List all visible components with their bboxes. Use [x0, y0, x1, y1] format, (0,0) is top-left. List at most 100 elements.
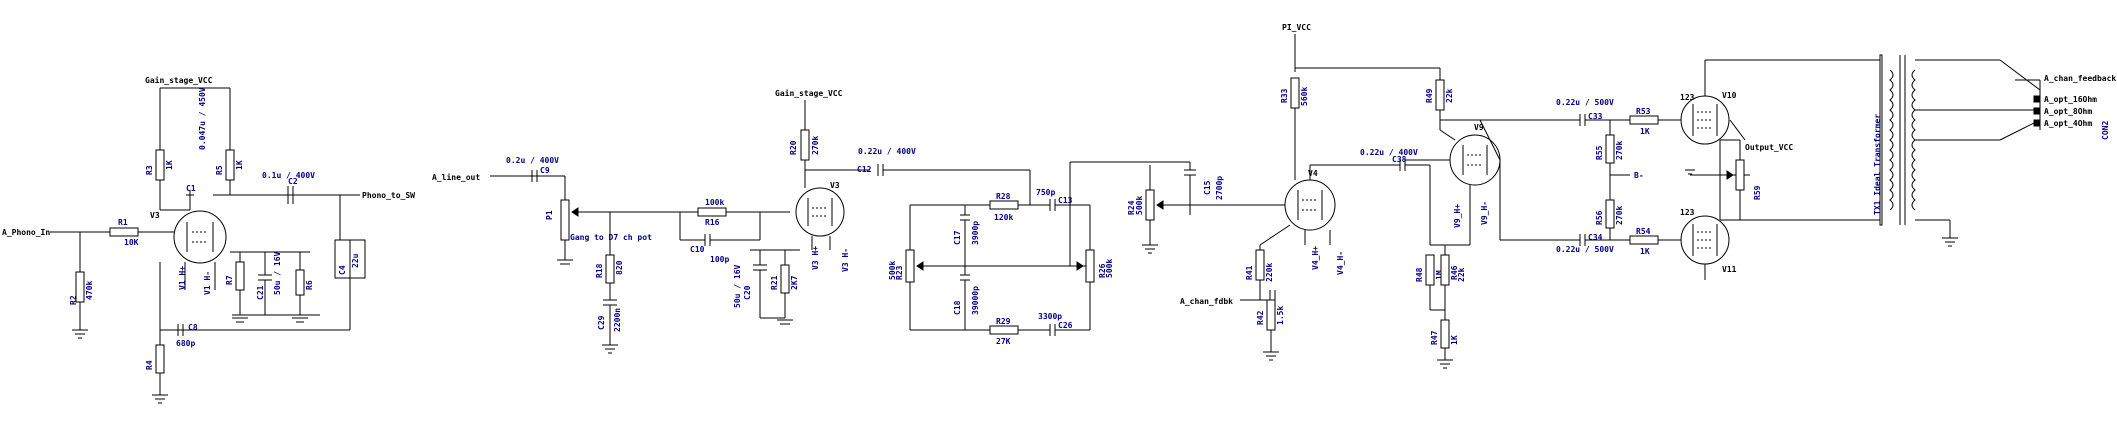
value-r5: 1K — [235, 160, 244, 170]
net-a-line-out: A_line_out — [432, 172, 480, 182]
label-r5: R5 — [215, 165, 224, 175]
label-c10: C10 — [690, 245, 705, 254]
phase-inverter: PI_VCC R33 560k R49 22k V4 0.22u / 400V … — [1180, 23, 1580, 369]
resistor-r20[interactable] — [800, 129, 810, 161]
label-c17: C17 — [953, 230, 962, 245]
power-amp: C33 0.22u / 500V C34 0.22u / 500V R55 27… — [1556, 59, 1880, 280]
label-r42: R42 — [1256, 310, 1265, 325]
pin-v10-label: 123 — [1680, 93, 1695, 102]
value-c20: 50u / 16V — [733, 264, 742, 308]
vacuum-tube-v3[interactable] — [795, 187, 845, 237]
label-r20: R20 — [789, 140, 798, 155]
label-r49: R49 — [1425, 88, 1434, 103]
transformer-primary-core — [1879, 54, 1883, 226]
resistor-r29[interactable] — [989, 325, 1019, 335]
net-a-opt-4ohm: A_opt_4Ohm — [2044, 119, 2092, 128]
label-r2: R2 — [69, 295, 78, 305]
resistor-r54[interactable] — [1629, 235, 1659, 245]
resistor-r33[interactable] — [1290, 77, 1300, 109]
label-r23: R23 — [895, 265, 904, 280]
value-r33: 560k — [1300, 87, 1309, 106]
value-c16: 0.22u / 400V — [1360, 148, 1418, 157]
label-v11: V11 — [1722, 265, 1737, 274]
label-r41: R41 — [1245, 265, 1254, 280]
value-c15: 2700p — [1215, 176, 1224, 200]
label-r33: R33 — [1280, 88, 1289, 103]
label-c20: C20 — [743, 285, 752, 300]
resistor-r49[interactable] — [1435, 79, 1445, 111]
stage-phono: A_Phono_In R1 10K R2 470k V3 Gain_stage_… — [2, 75, 415, 404]
value-c33: 0.22u / 500V — [1556, 98, 1614, 107]
label-r1: R1 — [118, 218, 128, 227]
value-c9: 0.2u / 400V — [506, 156, 559, 165]
label-r7: R7 — [225, 275, 234, 285]
resistor-r42[interactable] — [1266, 299, 1276, 331]
resistor-r21[interactable] — [780, 264, 790, 294]
resistor-r4[interactable] — [155, 344, 165, 374]
value-r29: 27K — [996, 337, 1011, 346]
potentiometer-p1[interactable] — [560, 199, 570, 241]
potentiometer-r23[interactable] — [905, 249, 915, 283]
label-c29: C29 — [597, 315, 606, 330]
resistor-r1[interactable] — [109, 227, 139, 237]
label-v9: V9 — [1474, 123, 1484, 132]
ground-icon — [1263, 351, 1279, 361]
value-r23: 500k — [888, 261, 897, 280]
label-r53: R53 — [1636, 107, 1651, 116]
potentiometer-r26[interactable] — [1085, 249, 1095, 283]
resistor-r48[interactable] — [1425, 254, 1435, 286]
pin-v9-h2: V9_H- — [1480, 201, 1489, 225]
pin-v3-h: V3 H+ — [811, 246, 820, 270]
net-a-opt-16ohm: A_opt_16Ohm — [2044, 95, 2097, 104]
ground-icon — [232, 317, 248, 323]
net-a-opt-8ohm: A_opt_8Ohm — [2044, 107, 2092, 116]
ground-icon — [1142, 244, 1158, 254]
net-a-chan-fdbk: A_chan_fdbk — [1180, 297, 1233, 306]
net-output-vcc: Output_VCC — [1745, 143, 1793, 152]
resistor-r28[interactable] — [989, 200, 1019, 210]
label-c4: C4 — [338, 265, 347, 275]
net-a-phono-in: A_Phono_In — [2, 228, 50, 237]
vacuum-tube-v9[interactable] — [1449, 134, 1501, 186]
label-r28: R28 — [996, 192, 1011, 201]
resistor-r46[interactable] — [1440, 254, 1450, 286]
value-r26: 500k — [1105, 259, 1114, 278]
label-p1: P1 — [545, 210, 554, 220]
value-r20: 270k — [811, 136, 820, 155]
resistor-r3[interactable] — [155, 149, 165, 181]
vacuum-tube-v4[interactable] — [1284, 179, 1336, 231]
label-c1: C1 — [186, 184, 196, 193]
label-c9: C9 — [540, 166, 550, 175]
ground-icon — [602, 344, 618, 354]
pin-v11-label: 123 — [1680, 208, 1695, 217]
ground-icon — [72, 329, 88, 339]
label-c15: C15 — [1203, 180, 1212, 195]
label-r16: R16 — [705, 218, 720, 227]
label-c33: C33 — [1588, 112, 1603, 121]
resistor-r5[interactable] — [225, 149, 235, 181]
stage-line: A_line_out C9 0.2u / 400V P1 Gang to D7 … — [432, 88, 1030, 354]
resistor-r47[interactable] — [1440, 319, 1450, 349]
label-r48: R48 — [1415, 267, 1424, 282]
resistor-r53[interactable] — [1629, 115, 1659, 125]
resistor-r56[interactable] — [1605, 199, 1615, 229]
resistor-r41[interactable] — [1255, 249, 1265, 281]
vacuum-tube-v1[interactable] — [173, 210, 227, 264]
pin-v4-h2: V4_H- — [1336, 251, 1345, 275]
pin-v9-h: V9_H+ — [1453, 204, 1462, 228]
value-r3: 1K — [165, 160, 174, 170]
label-r55: R55 — [1595, 145, 1604, 160]
resistor-r6[interactable] — [295, 269, 305, 296]
resistor-r18[interactable] — [605, 254, 615, 284]
value-r21: 2K7 — [790, 275, 799, 290]
resistor-r16[interactable] — [697, 207, 727, 217]
value-r55: 270k — [1615, 141, 1624, 160]
resistor-r55[interactable] — [1605, 134, 1615, 164]
connector-pin-4ohm — [2033, 119, 2041, 127]
resistor-r59[interactable] — [1735, 159, 1745, 191]
ground-icon — [557, 259, 573, 265]
resistor-r7[interactable] — [235, 261, 245, 291]
potentiometer-r24[interactable] — [1145, 189, 1155, 221]
